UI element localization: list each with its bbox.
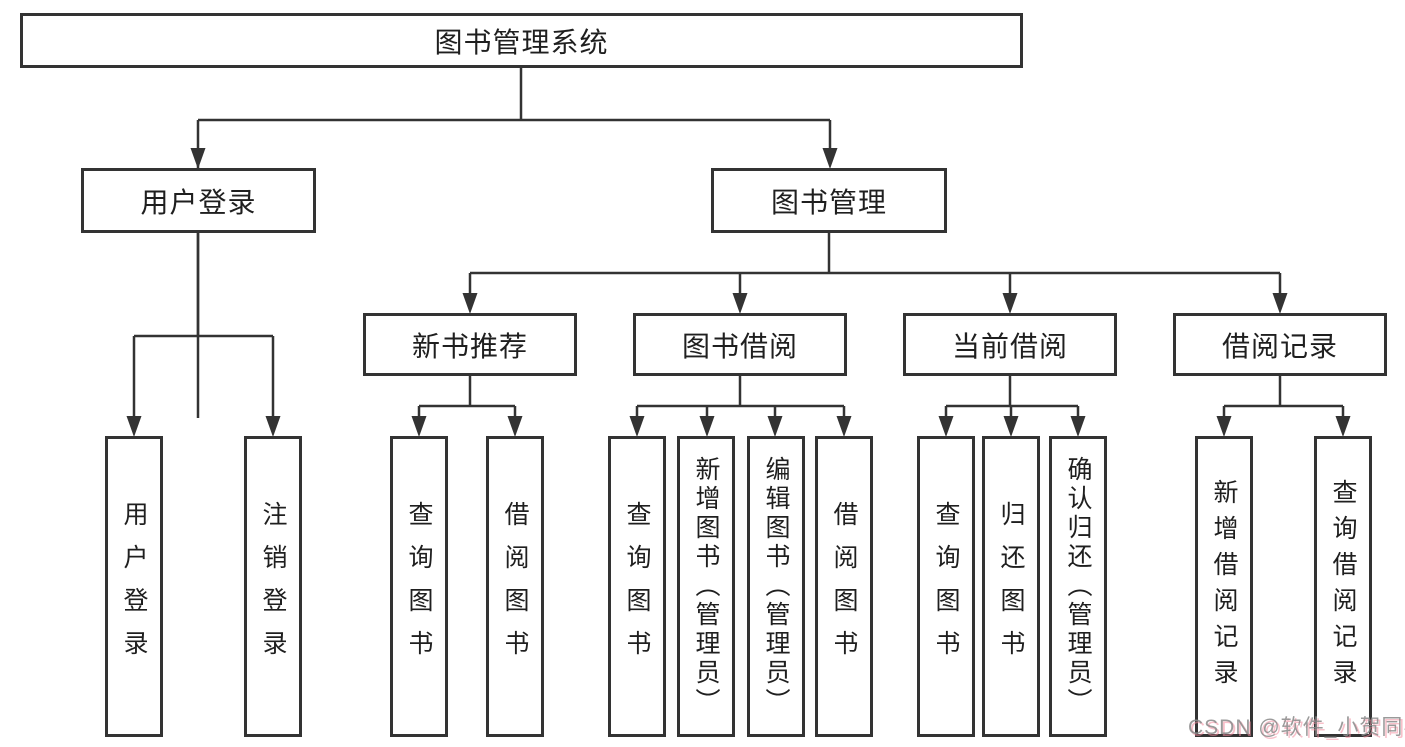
leaf-query-borrow-record: 查询借阅记录 [1314,436,1372,737]
leaf-query-books-3: 查询图书 [917,436,975,737]
leaf-logout: 注销登录 [244,436,302,737]
connector-user-login-children [132,233,275,420]
arrowhead [411,416,427,437]
arrowhead [1335,416,1351,437]
watermark: CSDN @软件_小贺同学 [1188,716,1405,739]
node-book-management: 图书管理 [711,168,947,233]
arrowhead [767,416,783,437]
leaf-query-books-2: 查询图书 [608,436,666,737]
connector-book-borrow-children [635,376,846,420]
node-library-system: 图书管理系统 [20,13,1023,68]
arrowhead [1002,293,1018,314]
connector-root-to-level2 [196,68,832,418]
node-book-borrow: 图书借阅 [633,313,847,376]
arrowhead [732,293,748,314]
leaf-confirm-return-admin: 确认归还（管理员） [1049,436,1107,737]
leaf-user-login: 用户登录 [105,436,163,737]
arrowhead [629,416,645,437]
leaf-add-book-admin: 新增图书（管理员） [677,436,735,737]
connector-borrow-records-children [1222,376,1345,420]
leaf-return-book: 归还图书 [982,436,1040,737]
arrowhead [822,148,838,169]
arrowhead [1272,293,1288,314]
leaf-borrow-books-2: 借阅图书 [815,436,873,737]
arrowhead [938,416,954,437]
arrowhead [699,416,715,437]
node-current-borrow: 当前借阅 [903,313,1117,376]
arrowhead [1070,416,1086,437]
arrowhead [126,416,142,437]
arrowhead [462,293,478,314]
arrowhead [836,416,852,437]
leaf-edit-book-admin: 编辑图书（管理员） [747,436,805,737]
connector-book-mgmt-level3 [468,233,1282,297]
leaf-query-books-1: 查询图书 [390,436,448,737]
node-borrow-records: 借阅记录 [1173,313,1387,376]
arrowhead [507,416,523,437]
connector-current-borrow-children [944,376,1080,420]
arrowhead [1003,416,1019,437]
connector-new-book-children [417,376,517,420]
leaf-borrow-books-1: 借阅图书 [486,436,544,737]
arrowhead [190,148,206,169]
node-user-login: 用户登录 [81,168,316,233]
leaf-add-borrow-record: 新增借阅记录 [1195,436,1253,737]
arrowheads [126,148,1351,437]
arrowhead [265,416,281,437]
arrowhead [1216,416,1232,437]
node-new-book-recommend: 新书推荐 [363,313,577,376]
